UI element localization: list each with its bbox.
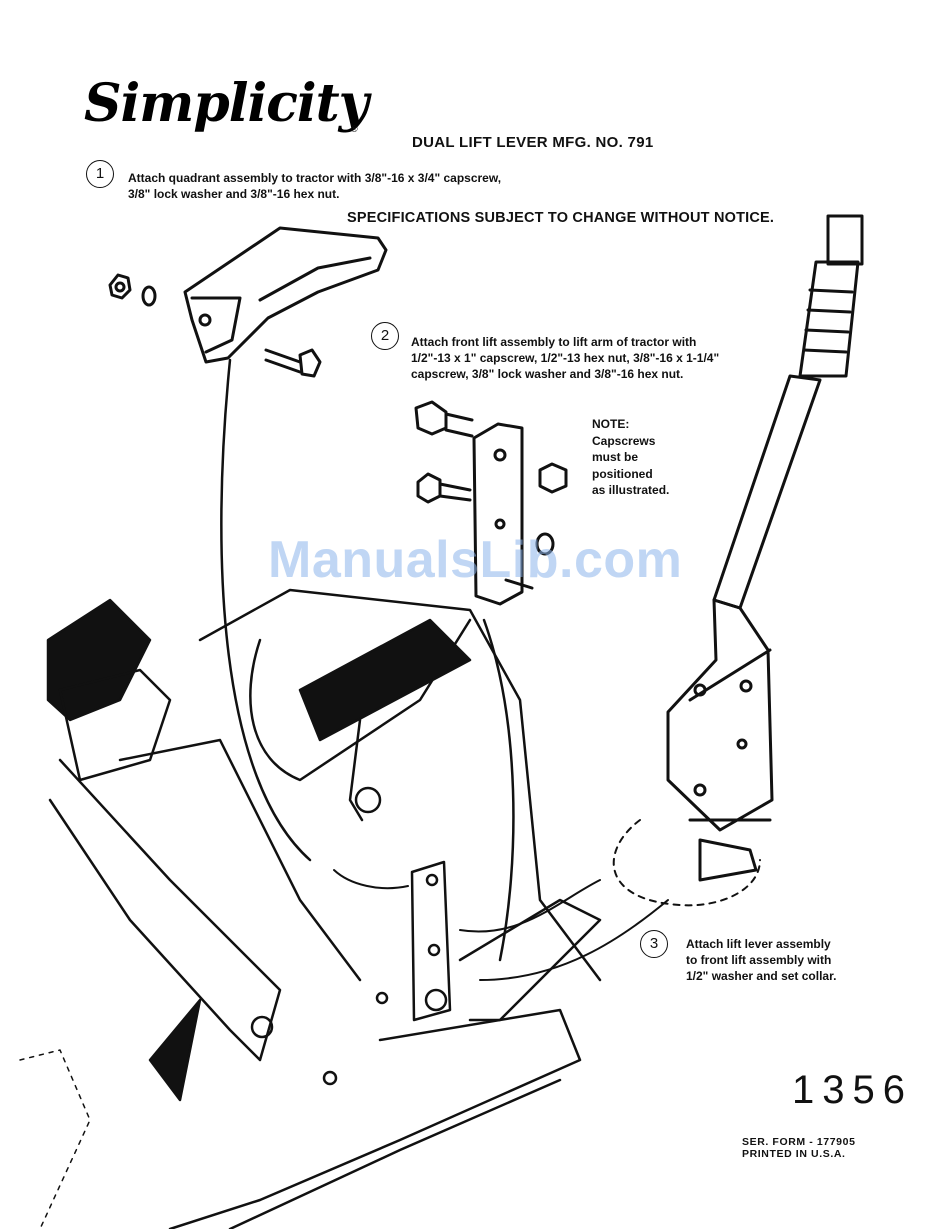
hex-nut-part: [108, 273, 157, 307]
step-instruction: Attach front lift assembly to lift arm o…: [411, 334, 791, 382]
note-line: must be: [592, 450, 639, 464]
specifications-notice: SPECIFICATIONS SUBJECT TO CHANGE WITHOUT…: [347, 210, 775, 226]
step-2: 2 Attach front lift assembly to lift arm…: [371, 322, 791, 382]
printed-in: PRINTED IN U.S.A.: [742, 1148, 846, 1160]
step-instruction: Attach quadrant assembly to tractor with…: [128, 170, 558, 202]
step-line: 1/2" washer and set collar.: [686, 969, 837, 983]
lift-lever-part: [612, 214, 864, 907]
step-1: 1 Attach quadrant assembly to tractor wi…: [86, 160, 556, 210]
note-heading: NOTE:: [592, 417, 630, 431]
note-line: as illustrated.: [592, 483, 670, 497]
step-line: Attach front lift assembly to lift arm o…: [411, 335, 697, 349]
simplicity-logo: Simplicity: [84, 73, 369, 134]
step-line: Attach quadrant assembly to tractor with…: [128, 171, 502, 185]
front-lift-assembly-part: [414, 400, 568, 606]
step-3: 3 Attach lift lever assembly to front li…: [640, 930, 890, 990]
step-number-badge: 1: [86, 160, 114, 188]
registered-mark: ®: [351, 124, 358, 134]
note-line: Capscrews: [592, 433, 656, 448]
quadrant-assembly-part: [183, 226, 388, 364]
step-line: capscrew, 3/8" lock washer and 3/8"-16 h…: [411, 367, 684, 381]
document-title: DUAL LIFT LEVER MFG. NO. 791: [412, 134, 654, 151]
step-instruction: Attach lift lever assembly to front lift…: [686, 936, 896, 984]
assembly-arrows: [333, 869, 669, 981]
step-line: to front lift assembly with: [686, 953, 832, 967]
note-line: positioned: [592, 466, 653, 481]
note-block: NOTE: Capscrews must be positioned as il…: [592, 416, 669, 499]
capscrew-part: [264, 348, 322, 378]
step-line: Attach lift lever assembly: [686, 937, 831, 951]
watermark: ManualsLib.com: [268, 531, 683, 589]
step-number-badge: 2: [371, 322, 399, 350]
step-line: 3/8" lock washer and 3/8"-16 hex nut.: [128, 187, 340, 201]
step-line: 1/2"-13 x 1" capscrew, 1/2"-13 hex nut, …: [411, 351, 720, 365]
form-footer: SER. FORM - 177905 PRINTED IN U.S.A.: [742, 1136, 856, 1160]
step-number-badge: 3: [640, 930, 668, 958]
form-number: SER. FORM - 177905: [742, 1136, 856, 1148]
page-code: 1356: [792, 1068, 913, 1112]
tractor-body-part: [19, 358, 602, 1229]
